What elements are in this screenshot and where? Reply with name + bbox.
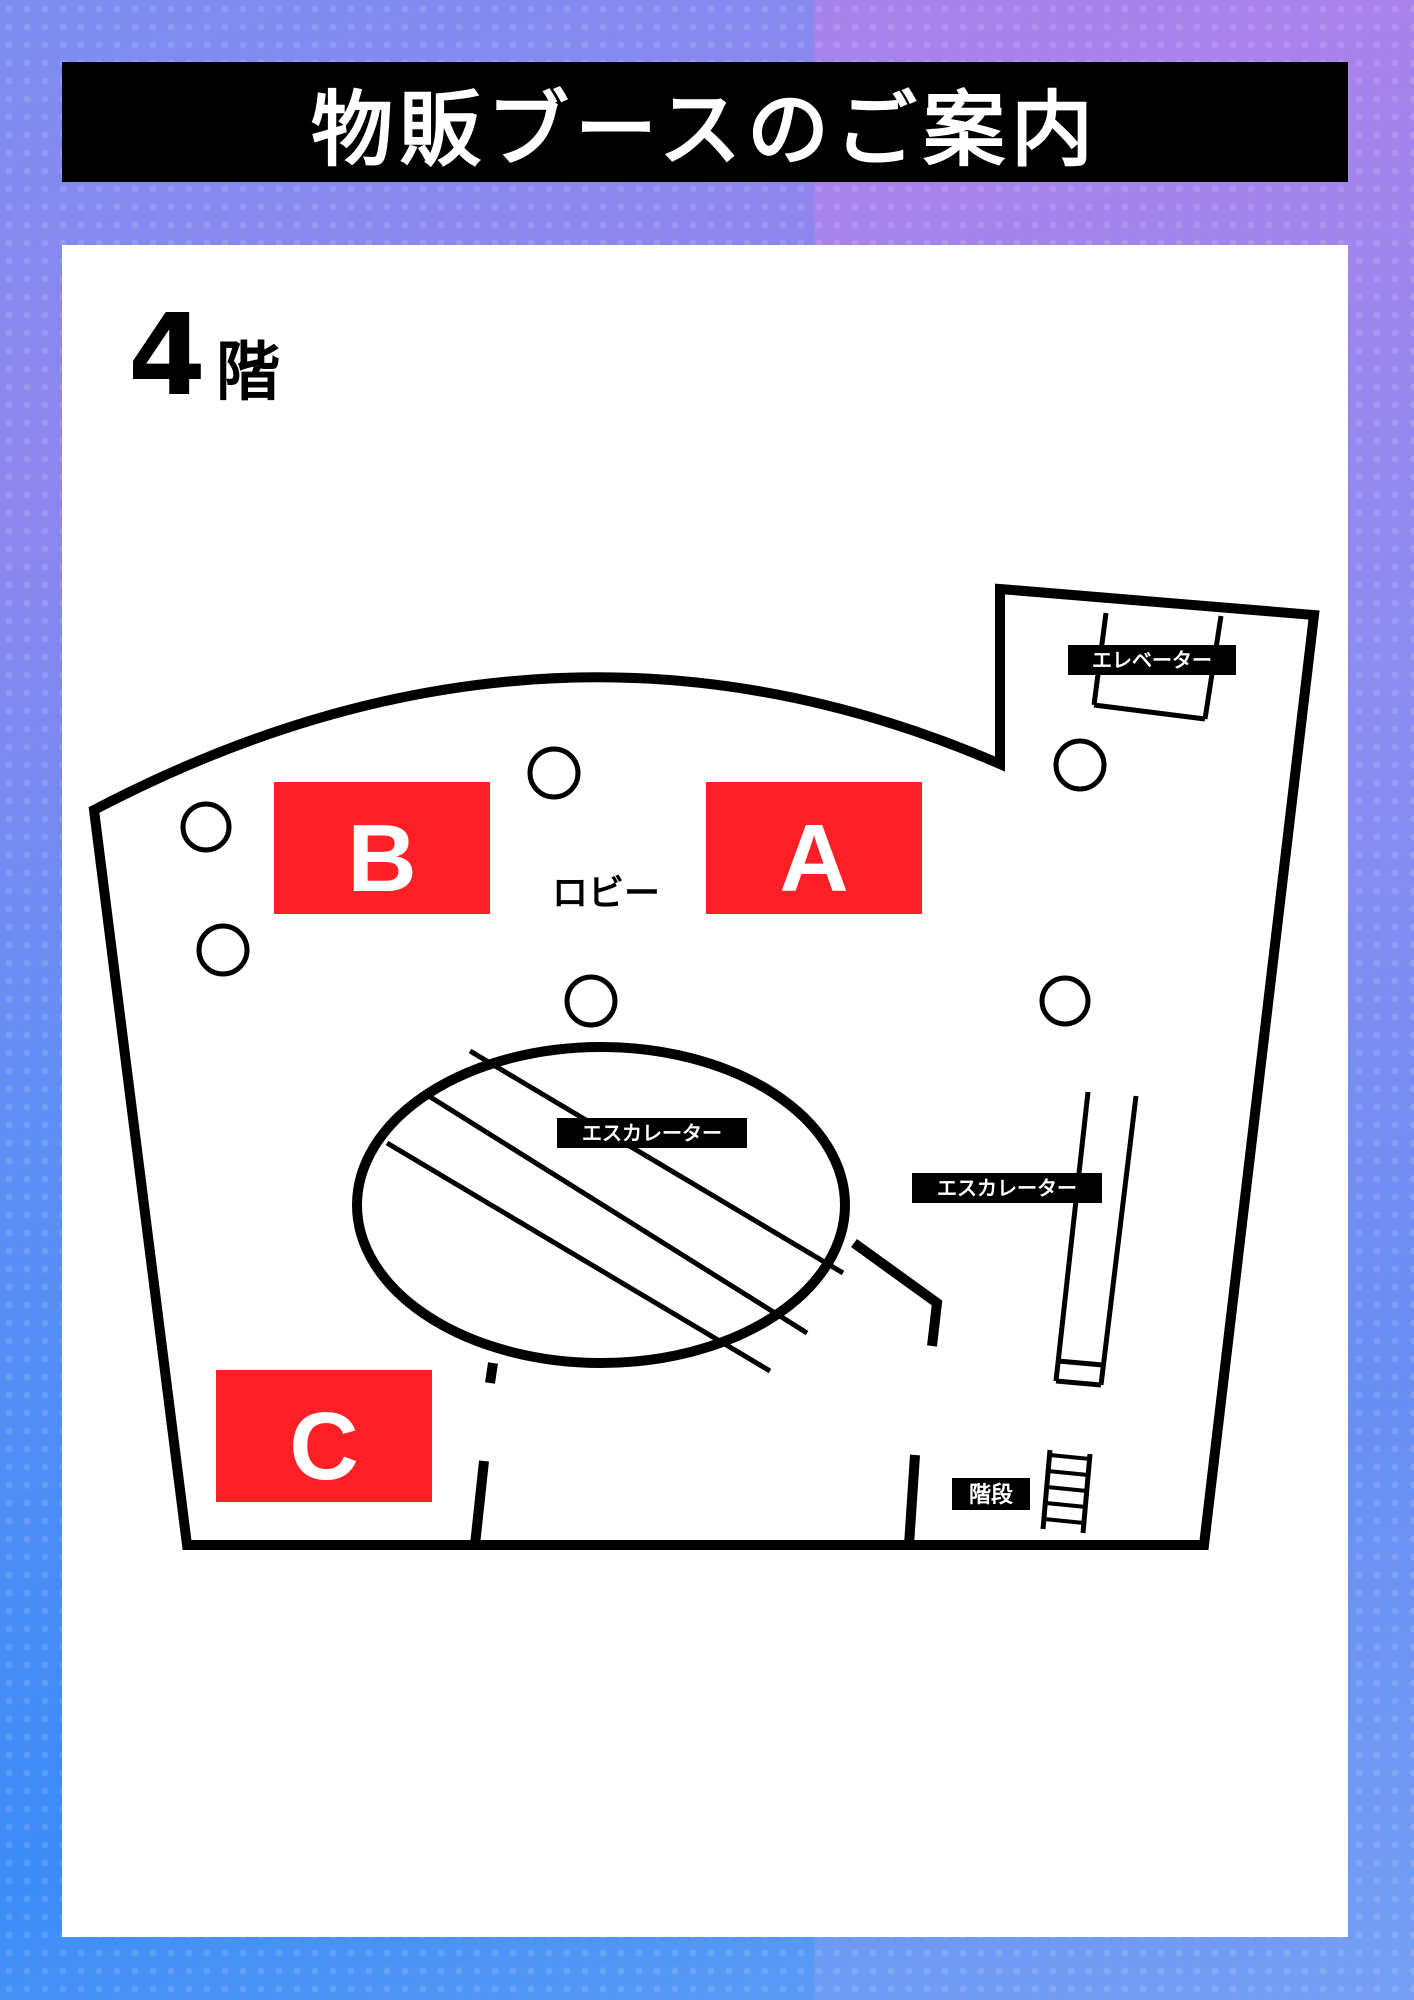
pillar [196, 923, 250, 977]
outer-wall [88, 583, 1320, 1550]
pillar [527, 746, 581, 800]
svg-text:階段: 階段 [969, 1482, 1013, 1508]
booth-b[interactable]: B [274, 782, 490, 914]
booth-a[interactable]: A [706, 782, 922, 914]
lobby-label: ロビー [552, 873, 660, 914]
floor-map: A B C ロビー エレベーター エスカレーター エスカレーター 階段 [88, 583, 1320, 1550]
booth-b-letter: B [347, 805, 416, 912]
booth-a-letter: A [779, 805, 848, 912]
pillar [180, 801, 232, 853]
partition-wall [904, 1454, 920, 1546]
title-banner: 物販ブースのご案内 [62, 62, 1348, 182]
elevator-label: エレベーター [1068, 645, 1236, 675]
stairs-label: 階段 [952, 1478, 1030, 1510]
floor-unit: 階 [215, 336, 280, 410]
booth-c[interactable]: C [216, 1370, 432, 1502]
railing-stub [485, 1362, 498, 1384]
svg-text:エスカレーター: エスカレーター [937, 1176, 1077, 1200]
stairs [1040, 1449, 1093, 1534]
floor-number: 4 [128, 291, 206, 421]
page-title: 物販ブースのご案内 [311, 82, 1099, 178]
pillar [1039, 975, 1091, 1027]
escalator-right-label: エスカレーター [912, 1173, 1102, 1203]
pillar [1053, 738, 1107, 792]
svg-text:エレベーター: エレベーター [1092, 648, 1212, 672]
booth-c-letter: C [289, 1393, 358, 1500]
svg-text:エスカレーター: エスカレーター [582, 1121, 722, 1145]
escalator-center [385, 1048, 845, 1374]
pillar [564, 974, 618, 1028]
partition-wall [470, 1460, 489, 1546]
escalator-center-label: エスカレーター [557, 1118, 747, 1148]
escalator-well [352, 1042, 850, 1368]
escalator-right [1053, 1091, 1139, 1388]
railing [851, 1238, 943, 1347]
